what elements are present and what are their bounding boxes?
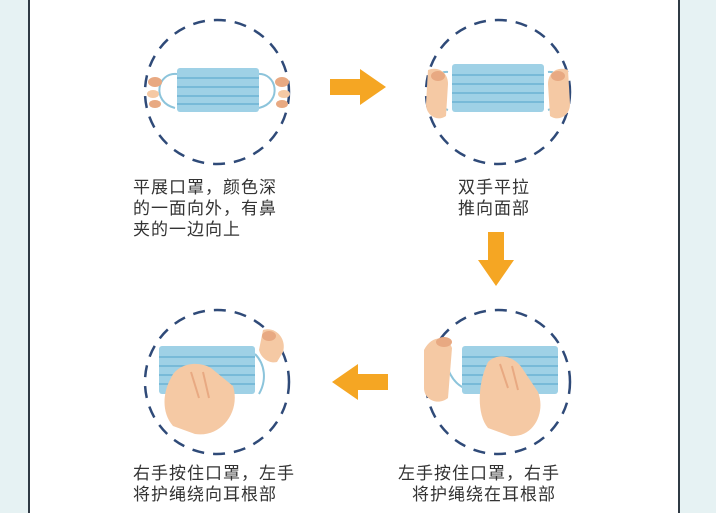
face-mask-icon	[143, 308, 291, 456]
caption-line: 平展口罩，颜色深	[133, 178, 277, 198]
step1-illustration	[137, 12, 297, 172]
caption-line: 左手按住口罩，右手	[398, 464, 560, 484]
caption-line: 将护绳绕向耳根部	[133, 485, 277, 505]
face-mask-icon	[143, 18, 291, 166]
caption-line: 双手平拉	[458, 178, 530, 198]
caption-line: 右手按住口罩，左手	[133, 464, 295, 484]
caption-line: 夹的一边向上	[133, 220, 241, 240]
step1-caption: 平展口罩，颜色深 的一面向外，有鼻 夹的一边向上	[133, 178, 277, 241]
arrow-left-icon	[330, 362, 388, 402]
arrow-right-icon	[330, 67, 388, 107]
step4-illustration	[137, 302, 297, 462]
caption-line: 的一面向外，有鼻	[133, 199, 277, 219]
step3-caption: 左手按住口罩，右手 将护绳绕在耳根部	[398, 464, 560, 506]
step2-caption: 双手平拉 推向面部	[458, 178, 530, 220]
face-mask-icon	[424, 18, 572, 166]
caption-line: 推向面部	[458, 199, 530, 219]
step3-illustration	[418, 302, 578, 462]
arrow-down-icon	[476, 232, 516, 288]
caption-line: 将护绳绕在耳根部	[412, 485, 556, 505]
step4-caption: 右手按住口罩，左手 将护绳绕向耳根部	[133, 464, 295, 506]
step2-illustration	[418, 12, 578, 172]
face-mask-icon	[424, 308, 572, 456]
